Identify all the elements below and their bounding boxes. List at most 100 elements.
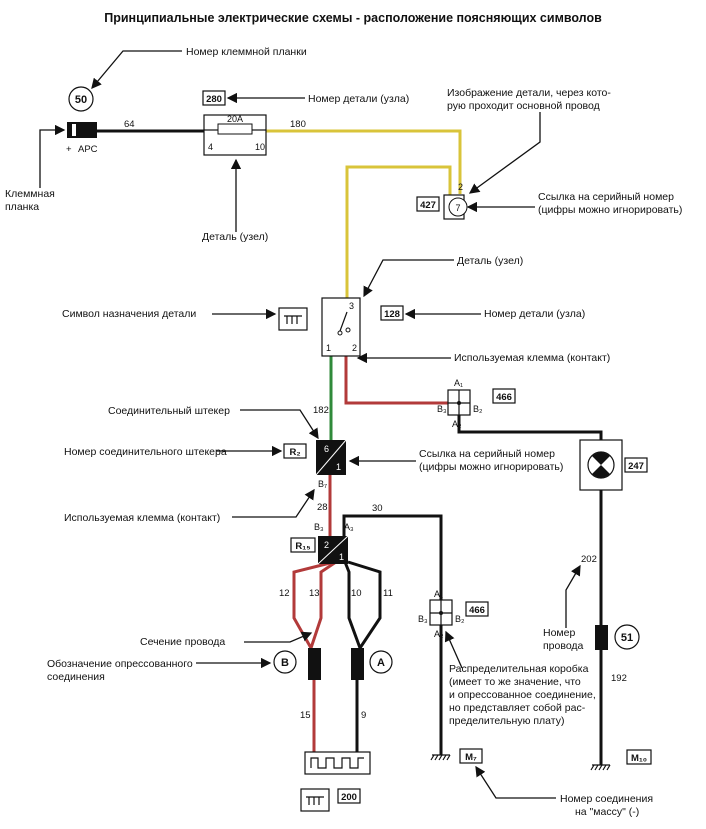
note-part-unit-2: Деталь (узел) xyxy=(457,255,523,267)
wire-label-202: 202 xyxy=(581,554,597,565)
svg-text:1: 1 xyxy=(336,462,341,472)
svg-text:2: 2 xyxy=(458,182,463,192)
wire-yellow-427-switch xyxy=(345,165,452,298)
note-connector-plug: Соединительный штекер xyxy=(108,405,230,417)
svg-text:B₂: B₂ xyxy=(473,404,483,414)
fuse-element xyxy=(217,123,253,135)
note-wire-section: Сечение провода xyxy=(140,636,225,648)
junction-bottom-number xyxy=(465,601,489,617)
wire-label-28: 28 xyxy=(317,502,328,513)
heater-part xyxy=(304,751,371,775)
apc-plus: + xyxy=(66,144,72,155)
svg-text:M₁₀: M₁₀ xyxy=(631,753,647,764)
svg-text:1: 1 xyxy=(326,343,331,353)
svg-text:128: 128 xyxy=(384,309,400,320)
note-crimp-1: Обозначение опрессованного xyxy=(47,658,193,670)
note-part-unit-1: Деталь (узел) xyxy=(202,231,268,243)
terminal-block xyxy=(67,122,97,138)
note-wire-number-2: провода xyxy=(543,640,584,652)
note-serial-ref-1b: (цифры можно игнорировать) xyxy=(538,204,682,216)
svg-text:10: 10 xyxy=(255,142,265,152)
svg-text:R₁₅: R₁₅ xyxy=(295,541,310,552)
svg-text:B₇: B₇ xyxy=(318,479,327,489)
ground-m7-label xyxy=(459,748,483,764)
part-427-label xyxy=(416,196,440,212)
note-terminal-block-number: Номер клеммной планки xyxy=(186,46,307,58)
crimp-a-circle xyxy=(369,650,393,674)
svg-text:50: 50 xyxy=(75,94,87,106)
svg-text:466: 466 xyxy=(496,392,512,403)
fuse-rating: 20A xyxy=(227,114,243,124)
note-serial-ref-2a: Ссылка на серийный номер xyxy=(419,448,555,460)
note-used-terminal-1: Используемая клемма (контакт) xyxy=(454,352,610,364)
wire-label-12: 12 xyxy=(279,588,290,599)
connector-r15-label xyxy=(290,537,316,553)
svg-text:427: 427 xyxy=(420,200,436,211)
wire-label-30: 30 xyxy=(372,503,383,514)
svg-text:4: 4 xyxy=(208,142,213,152)
fuse-box xyxy=(203,114,267,156)
svg-text:280: 280 xyxy=(206,94,222,105)
note-terminal-block-2: планка xyxy=(5,201,39,213)
svg-text:R₂: R₂ xyxy=(289,447,300,458)
svg-text:51: 51 xyxy=(621,632,633,644)
note-junction-box-3: и опрессованное соединение, xyxy=(449,689,596,701)
wire-label-9: 9 xyxy=(361,710,366,721)
svg-text:B: B xyxy=(281,657,289,669)
note-junction-box-1: Распределительная коробка xyxy=(449,663,589,675)
svg-text:B₃: B₃ xyxy=(437,404,447,414)
svg-text:6: 6 xyxy=(324,444,329,454)
bottom-part-number xyxy=(337,788,361,804)
circle-51 xyxy=(614,624,640,650)
note-terminal-block-1: Клеммная xyxy=(5,188,55,200)
switch-body xyxy=(321,297,361,357)
crimp-a-sleeve xyxy=(351,648,364,680)
note-purpose-symbol: Символ назначения детали xyxy=(62,308,196,320)
note-junction-box-2: (имеет то же значение, что xyxy=(449,676,581,688)
note-part-image-1: Изображение детали, через кото- xyxy=(447,87,611,99)
wire-label-180: 180 xyxy=(290,119,306,130)
svg-text:A₁: A₁ xyxy=(454,378,463,388)
svg-text:247: 247 xyxy=(628,461,644,472)
leader-used-terminal-2 xyxy=(232,488,315,518)
ground-icon-m10 xyxy=(590,764,611,771)
connector-r2-label xyxy=(283,443,307,459)
note-serial-ref-2b: (цифры можно игнорировать) xyxy=(419,461,563,473)
wire-label-64: 64 xyxy=(124,119,135,130)
svg-text:466: 466 xyxy=(469,605,485,616)
purpose-symbol xyxy=(278,307,308,331)
svg-text:B₂: B₂ xyxy=(455,614,465,624)
ground-icon-m7 xyxy=(430,754,451,761)
wire-red-switch-junction xyxy=(344,355,448,405)
note-part-number-2: Номер детали (узла) xyxy=(484,308,585,320)
wire-label-192: 192 xyxy=(611,673,627,684)
bottom-purpose-symbol xyxy=(300,788,330,812)
terminal-block-51 xyxy=(595,625,608,650)
apc-label: APC xyxy=(78,144,98,155)
wire-label-11: 11 xyxy=(383,588,393,599)
svg-text:A₂: A₂ xyxy=(434,629,444,639)
note-part-image-2: рую проходит основной провод xyxy=(447,100,600,112)
svg-text:7: 7 xyxy=(455,203,460,213)
svg-text:1: 1 xyxy=(339,552,344,562)
wire-label-15: 15 xyxy=(300,710,311,721)
wire-label-182: 182 xyxy=(313,405,329,416)
leader-ground xyxy=(475,765,556,799)
note-ground-2: на "массу" (-) xyxy=(575,806,639,818)
ground-m10-label xyxy=(626,749,652,765)
lamp-number xyxy=(624,457,648,473)
svg-text:3: 3 xyxy=(349,301,354,311)
svg-text:B₃: B₃ xyxy=(314,522,324,532)
fuse-box-number xyxy=(202,90,226,106)
svg-text:B₃: B₃ xyxy=(418,614,428,624)
leader-wire-section xyxy=(244,631,313,643)
note-crimp-2: соединения xyxy=(47,671,105,683)
note-connector-number: Номер соединительного штекера xyxy=(64,446,227,458)
svg-text:A: A xyxy=(377,657,385,669)
leader-connector-plug xyxy=(240,409,319,440)
page-title: Принципиальные электрические схемы - рас… xyxy=(104,11,602,25)
note-junction-box-5: пределительную плату) xyxy=(449,715,564,727)
note-ground-1: Номер соединения xyxy=(560,793,653,805)
